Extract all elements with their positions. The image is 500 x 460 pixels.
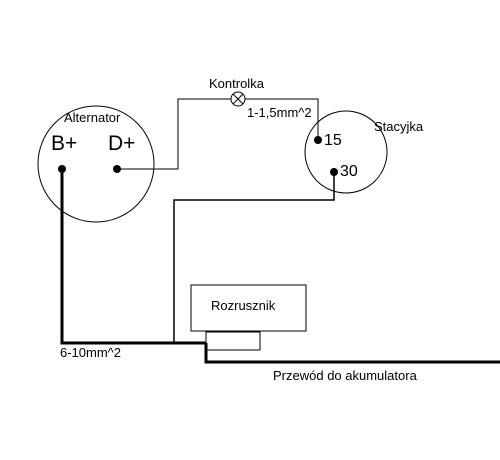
lamp-wire-gauge-label: 1-1,5mm^2 [247, 105, 312, 120]
alternator-terminal-b-label: B+ [51, 132, 77, 155]
ignition-switch: Stacyjka 15 30 [304, 110, 424, 194]
ignition-switch-body [304, 110, 388, 194]
starter-label: Rozrusznik [211, 298, 276, 313]
ignition-switch-label: Stacyjka [374, 119, 424, 134]
alternator-body [37, 105, 155, 223]
alternator: Alternator B+ D+ [37, 105, 155, 223]
starter-body [190, 284, 307, 332]
starter: Rozrusznik [190, 284, 307, 351]
wire-lamp-to-terminal-15 [245, 98, 319, 140]
lamp-cross-2 [232, 93, 244, 105]
wire-terminal-30-to-starter [173, 172, 335, 344]
indicator-lamp: Kontrolka 1-1,5mm^2 [209, 76, 312, 120]
terminal-30-label: 30 [340, 163, 358, 180]
terminal-15-label: 15 [324, 132, 342, 149]
wire-battery [204, 343, 500, 364]
main-wire-gauge-label: 6-10mm^2 [60, 345, 121, 360]
wire-d-plus-to-lamp [117, 98, 231, 170]
starter-terminal-block [205, 331, 261, 351]
wire-b-plus-to-starter [60, 169, 206, 345]
alternator-terminal-d-label: D+ [108, 132, 135, 155]
indicator-lamp-label: Kontrolka [209, 76, 265, 91]
battery-wire-label: Przewód do akumulatora [273, 368, 418, 383]
alternator-label: Alternator [64, 110, 121, 125]
